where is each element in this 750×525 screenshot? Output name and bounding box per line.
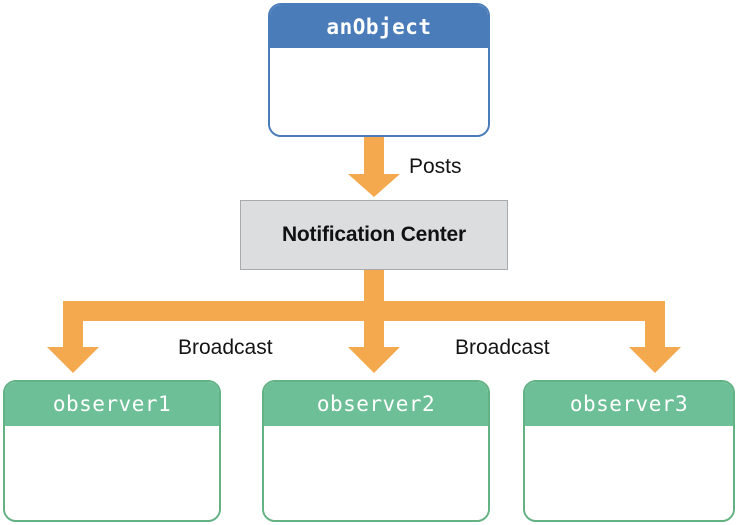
object-header-anobject: anObject bbox=[270, 5, 488, 48]
object-node-observer1[interactable]: observer1 bbox=[3, 380, 221, 522]
object-header-observer3: observer3 bbox=[525, 382, 733, 426]
arrow-broadcast-bus bbox=[47, 270, 681, 373]
object-node-anobject[interactable]: anObject bbox=[268, 3, 490, 137]
object-body-observer2 bbox=[264, 426, 488, 520]
arrow-posts bbox=[348, 137, 400, 197]
object-body-anobject bbox=[270, 48, 488, 135]
object-body-observer1 bbox=[5, 426, 219, 520]
object-header-observer1: observer1 bbox=[5, 382, 219, 426]
notification-center-node[interactable]: Notification Center bbox=[240, 200, 508, 270]
object-node-observer3[interactable]: observer3 bbox=[523, 380, 735, 522]
edge-label-broadcast-left: Broadcast bbox=[178, 336, 273, 359]
edge-label-posts: Posts bbox=[409, 155, 462, 178]
object-header-observer2: observer2 bbox=[264, 382, 488, 426]
object-node-observer2[interactable]: observer2 bbox=[262, 380, 490, 522]
edge-label-broadcast-right: Broadcast bbox=[455, 336, 550, 359]
object-body-observer3 bbox=[525, 426, 733, 520]
